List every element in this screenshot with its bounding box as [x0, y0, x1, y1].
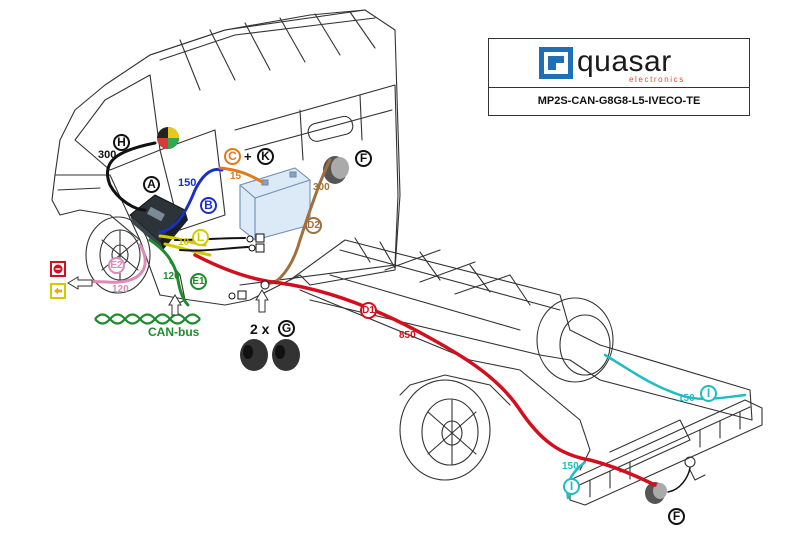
callout-E1: E1 [190, 273, 207, 290]
wire-black-ground [174, 237, 249, 252]
wire-E2 [88, 243, 147, 284]
grommet-icon [240, 339, 300, 371]
rear-wheel-near [399, 379, 491, 481]
grommet-count: 2 x [250, 321, 270, 337]
front-wheel [85, 216, 151, 294]
cab-outline [51, 9, 401, 306]
callout-I-side: I [700, 385, 717, 402]
tail-light-rear-icon [645, 482, 667, 504]
callout-A: A [143, 176, 160, 193]
callout-F-rear: F [668, 508, 685, 525]
side-panel [234, 84, 399, 286]
length-label-D1: 850 [399, 330, 416, 341]
length-label-L: 10 [178, 237, 190, 248]
logo-wordmark: quasar [577, 45, 672, 78]
logo-divider [489, 87, 749, 88]
rear-crossbeam [569, 399, 763, 506]
ground-connectors [228, 233, 270, 300]
control-module-icon [129, 194, 188, 250]
quasar-logo-icon [539, 47, 573, 79]
logo-box: quasar electronics MP2S-CAN-G8G8-L5-IVEC… [488, 38, 750, 116]
length-label-I-side: 150 [678, 393, 695, 404]
length-label-C: 15 [230, 171, 242, 182]
callout-C: C [224, 148, 241, 165]
battery-icon [239, 167, 311, 241]
wire-black-rear [667, 467, 691, 493]
callout-F-cab: F [355, 150, 372, 167]
callout-D2: D2 [305, 217, 322, 234]
pointer-arrows [67, 276, 269, 316]
length-label-E2: 120 [112, 284, 129, 295]
length-label-E1: 120 [163, 271, 180, 282]
arrow-sign-icon [50, 283, 66, 299]
wire-I-side [603, 353, 747, 401]
length-label-D2: 300 [313, 182, 330, 193]
wire-E1 [148, 238, 190, 307]
callout-I-rear: I [563, 478, 580, 495]
callout-D1: D1 [360, 302, 377, 319]
length-label-B: 150 [178, 177, 197, 189]
callout-K: K [257, 148, 274, 165]
wire-C [218, 166, 264, 184]
length-label-I-rear: 150 [562, 461, 579, 472]
chassis-rail-right [299, 289, 591, 471]
roof-line [149, 9, 366, 56]
stop-sign-icon [50, 261, 66, 277]
callout-L: L [192, 229, 209, 246]
wire-H [105, 141, 157, 212]
chassis-rail-left [289, 239, 753, 421]
rear-wheel-far [536, 297, 614, 383]
canbus-label: CAN-bus [148, 325, 200, 339]
callout-E2: E2 [108, 257, 125, 274]
callout-B: B [200, 197, 217, 214]
canbus-twisted-pair [94, 313, 201, 325]
callout-H: H [113, 134, 130, 151]
indicator-light-icon [157, 127, 179, 149]
model-code: MP2S-CAN-G8G8-L5-IVECO-TE [537, 95, 701, 107]
length-label-H: 300 [98, 149, 117, 161]
windshield [74, 74, 161, 171]
wire-B [158, 167, 224, 234]
callout-G: G [278, 320, 295, 337]
wire-D1 [193, 253, 657, 487]
plus-sign: + [244, 149, 252, 164]
logo-subtitle: electronics [629, 75, 685, 84]
